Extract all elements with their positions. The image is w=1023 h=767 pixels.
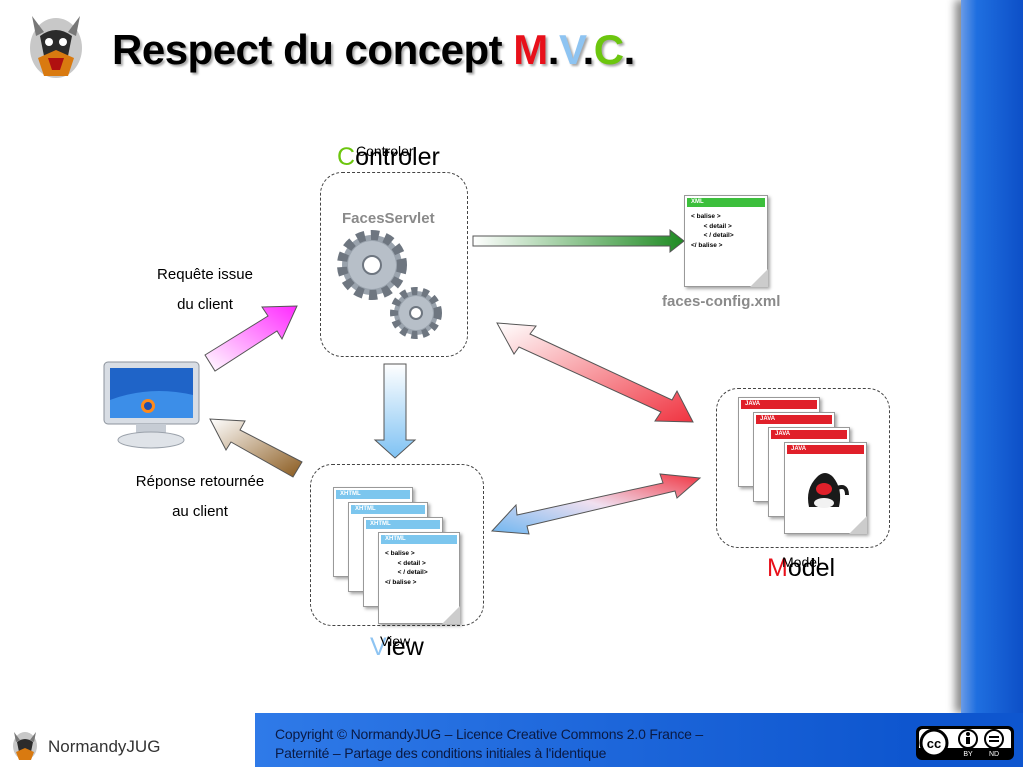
request-line1: Requête issue xyxy=(157,266,253,283)
doc-header: JAVA xyxy=(787,445,864,454)
doc-code: < balise > < detail > < / detail> </ bal… xyxy=(691,213,734,249)
controler-ghost-label: Controler xyxy=(356,143,414,159)
copyright-line1: Copyright © NormandyJUG – Licence Creati… xyxy=(275,726,704,742)
view-rest: iew xyxy=(386,633,424,661)
doc-header: JAVA xyxy=(741,400,817,409)
footer xyxy=(0,713,1023,767)
response-line1: Réponse retournée xyxy=(135,473,265,490)
view-initial: V xyxy=(370,633,387,661)
doc-code: < balise > < detail > < / detail> </ bal… xyxy=(385,550,428,586)
doc-header: JAVA xyxy=(756,415,832,424)
doc-header: XHTML xyxy=(336,490,410,499)
doc-header: XHTML xyxy=(366,520,440,529)
footer-copyright: Copyright © NormandyJUG – Licence Creati… xyxy=(275,725,703,763)
title-dot: . xyxy=(623,26,636,73)
title-text: Respect du concept xyxy=(112,26,514,73)
copyright-line2: Paternité – Partage des conditions initi… xyxy=(275,745,607,761)
normandyjug-logo-icon xyxy=(13,732,37,760)
faces-servlet-label: FacesServlet xyxy=(342,210,435,227)
side-bar xyxy=(961,0,1023,713)
footer-copyright-band xyxy=(255,713,910,767)
page-title: Respect du concept M.V.C. xyxy=(112,26,635,74)
svg-text:cc: cc xyxy=(927,736,941,751)
title-v: V xyxy=(558,26,583,73)
view-box xyxy=(310,464,484,626)
doc-header: XHTML xyxy=(351,505,425,514)
title-c: C xyxy=(593,26,624,73)
faces-config-label: faces-config.xml xyxy=(662,293,781,310)
model-ghost-label: Model xyxy=(782,554,821,570)
gears-icon xyxy=(337,230,442,339)
client-computer-icon xyxy=(103,361,200,449)
doc-header: XHTML xyxy=(381,535,457,544)
title-dot: . xyxy=(547,26,560,73)
request-line2: du client xyxy=(177,296,233,313)
mascot-logo xyxy=(30,16,82,78)
cc-license-icons: cc BY ND xyxy=(917,727,1013,759)
controler-rest: ontroler xyxy=(355,143,440,171)
model-label: Model xyxy=(767,554,835,583)
controller-model-arrow xyxy=(496,322,694,423)
svg-text:BY: BY xyxy=(963,751,973,758)
controller-to-config-arrow xyxy=(472,228,685,254)
controler-label: Controler xyxy=(337,143,440,172)
duke-mascot-icon xyxy=(808,473,849,508)
java-document: JAVA xyxy=(784,442,867,534)
model-box xyxy=(716,388,890,548)
controller-to-view-arrow xyxy=(373,363,417,459)
svg-text:ND: ND xyxy=(989,751,999,758)
view-label: View xyxy=(370,633,424,662)
title-dot: . xyxy=(582,26,595,73)
footer-brand: NormandyJUG xyxy=(48,737,161,756)
response-caption: Réponse retournée au client xyxy=(120,467,280,527)
doc-header: XML xyxy=(687,198,765,207)
model-rest: odel xyxy=(787,554,836,582)
xhtml-document: XHTML < balise > < detail > < / detail> … xyxy=(378,532,460,624)
response-line2: au client xyxy=(172,503,228,520)
request-caption: Requête issue du client xyxy=(140,260,270,320)
title-m: M xyxy=(513,26,548,73)
view-ghost-label: View xyxy=(380,633,411,649)
view-model-arrow xyxy=(490,473,702,535)
creative-commons-badge[interactable]: cc BY ND xyxy=(916,726,1014,760)
doc-header: JAVA xyxy=(771,430,847,439)
xml-config-document: XML < balise > < detail > < / detail> </… xyxy=(684,195,768,287)
footer-brand-area xyxy=(0,713,255,767)
controler-initial: C xyxy=(337,143,356,171)
response-arrow xyxy=(209,418,303,478)
model-initial: M xyxy=(767,554,788,582)
controller-box xyxy=(320,172,468,357)
request-arrow xyxy=(204,305,298,372)
